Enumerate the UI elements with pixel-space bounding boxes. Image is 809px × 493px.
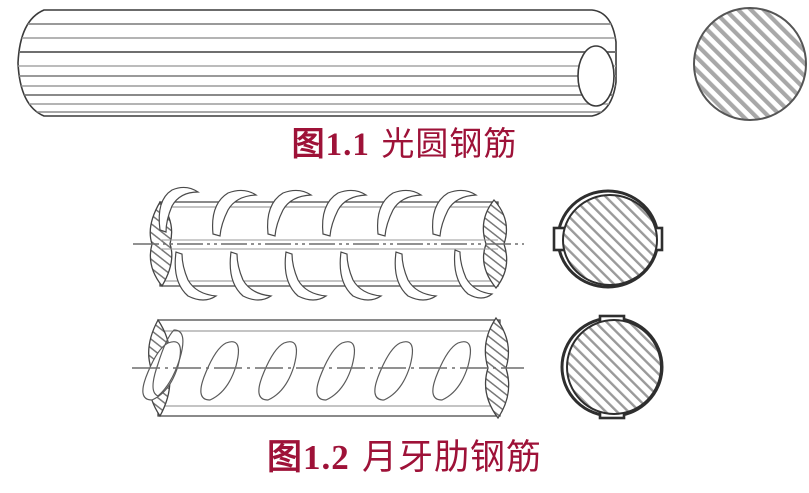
- figure-1-1-label: 图1.1: [291, 127, 370, 163]
- cylinder-shading-lines: [18, 23, 616, 113]
- lens-bar-right-cut: [484, 316, 510, 420]
- crescent-ribs-upper: [158, 186, 478, 237]
- figure-1-1-title: 光圆钢筋: [369, 124, 518, 163]
- figure-1-2-cross-section-ribbed: [552, 189, 664, 289]
- bar-end-ellipse: [577, 45, 615, 107]
- figure-1-2-longitudinal-view-lens: [132, 316, 524, 420]
- figure-1-2-caption: 图1.2 月牙肋钢筋: [0, 437, 809, 479]
- crescent-ribs-lower: [174, 249, 494, 301]
- lens-ribs: [142, 341, 471, 401]
- figure-1-2-cross-section-lens: [560, 314, 664, 420]
- figure-1-2-longitudinal-view-ribbed: [133, 186, 524, 301]
- figure-1-1-caption: 图1.1 光圆钢筋: [0, 124, 809, 165]
- figure-1-1-cross-section: [693, 7, 807, 121]
- figure-1-1-longitudinal-view: [17, 9, 617, 117]
- figure-1-2-title: 月牙肋钢筋: [349, 438, 542, 478]
- figure-1-2-label: 图1.2: [267, 438, 350, 477]
